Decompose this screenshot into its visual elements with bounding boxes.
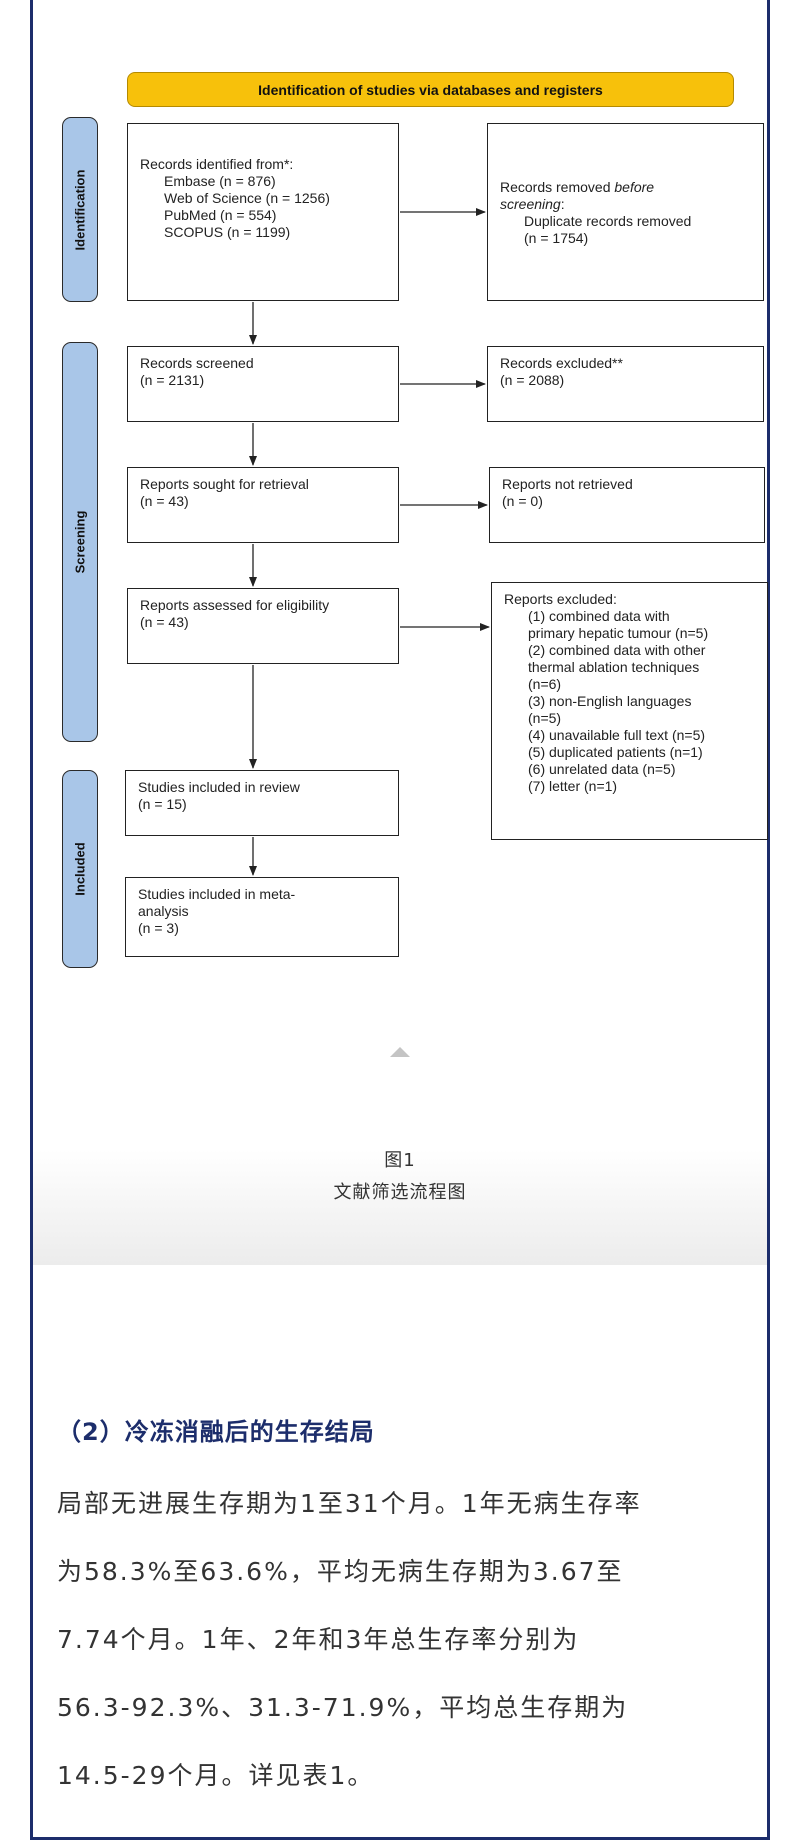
records-removed-duplicates: Duplicate records removed	[524, 213, 692, 229]
prisma-flow-diagram: Identification of studies via databases …	[62, 72, 768, 968]
studies-meta-box: Studies included in meta- analysis (n = …	[125, 877, 399, 957]
reports-not-retrieved-title: Reports not retrieved	[502, 476, 633, 492]
reports-excluded-reason-7: (7) letter (n=1)	[528, 778, 618, 794]
reports-excluded-reason-3b: (n=5)	[528, 710, 562, 726]
records-identified-scopus: SCOPUS (n = 1199)	[164, 224, 291, 240]
records-screened-box: Records screened (n = 2131)	[127, 346, 399, 422]
reports-excluded-reason-5: (5) duplicated patients (n=1)	[528, 744, 703, 760]
paragraph-line: 56.3-92.3%、31.3-71.9%，平均总生存期为	[57, 1693, 629, 1722]
collapse-triangle-icon[interactable]	[390, 1047, 410, 1057]
section-heading: （2）冷冻消融后的生存结局	[57, 1418, 375, 1446]
records-screened-title: Records screened	[140, 355, 254, 371]
reports-excluded-box: Reports excluded: (1) combined data with…	[491, 582, 768, 840]
reports-excluded-reason-3a: (3) non-English languages	[528, 693, 692, 709]
reports-sought-box: Reports sought for retrieval (n = 43)	[127, 467, 399, 543]
section-paragraph: 局部无进展生存期为1至31个月。1年无病生存率 为58.3%至63.6%，平均无…	[57, 1470, 747, 1810]
studies-review-title: Studies included in review	[138, 779, 300, 795]
paragraph-line: 14.5-29个月。详见表1。	[57, 1761, 375, 1790]
studies-meta-title-cont: analysis	[138, 903, 189, 919]
reports-excluded-title: Reports excluded:	[504, 591, 617, 607]
reports-not-retrieved-count: (n = 0)	[502, 493, 543, 509]
records-removed-line2: screening:	[500, 196, 751, 213]
flow-arrows	[249, 208, 490, 876]
records-removed-line1: Records removed before	[500, 179, 751, 196]
studies-review-count: (n = 15)	[138, 796, 187, 812]
records-identified-embase: Embase (n = 876)	[164, 173, 276, 189]
studies-meta-count: (n = 3)	[138, 920, 179, 936]
figure-caption: 文献筛选流程图	[333, 1182, 467, 1203]
reports-assessed-box: Reports assessed for eligibility (n = 43…	[127, 588, 399, 664]
records-removed-count: (n = 1754)	[524, 230, 589, 246]
records-excluded-title: Records excluded**	[500, 355, 623, 371]
records-identified-wos: Web of Science (n = 1256)	[164, 190, 330, 206]
records-excluded-box: Records excluded** (n = 2088)	[487, 346, 764, 422]
reports-excluded-reason-2a: (2) combined data with other	[528, 642, 706, 658]
records-removed-colon: :	[560, 196, 565, 212]
reports-excluded-reason-2b: thermal ablation techniques	[528, 659, 700, 675]
reports-assessed-count: (n = 43)	[140, 614, 189, 630]
reports-excluded-reason-2c: (n=6)	[528, 676, 562, 692]
reports-sought-title: Reports sought for retrieval	[140, 476, 309, 492]
figure-label: 图1	[384, 1150, 416, 1171]
reports-not-retrieved-box: Reports not retrieved (n = 0)	[489, 467, 765, 543]
reports-excluded-reason-1a: (1) combined data with	[528, 608, 670, 624]
records-removed-prefix: Records removed	[500, 179, 615, 195]
records-excluded-count: (n = 2088)	[500, 372, 565, 388]
reports-sought-count: (n = 43)	[140, 493, 189, 509]
reports-assessed-title: Reports assessed for eligibility	[140, 597, 330, 613]
phase-included: Included	[62, 770, 98, 968]
paragraph-line: 局部无进展生存期为1至31个月。1年无病生存率	[57, 1489, 642, 1518]
records-screened-count: (n = 2131)	[140, 372, 205, 388]
records-identified-box: Records identified from*: Embase (n = 87…	[127, 123, 399, 301]
records-removed-box: Records removed before screening: Duplic…	[487, 123, 764, 301]
phase-screening: Screening	[62, 342, 98, 742]
phase-identification: Identification	[62, 117, 98, 302]
records-removed-before: before	[614, 179, 655, 195]
article-frame	[30, 0, 770, 1840]
paragraph-line: 7.74个月。1年、2年和3年总生存率分别为	[57, 1625, 580, 1654]
diagram-header: Identification of studies via databases …	[127, 72, 734, 107]
records-identified-pubmed: PubMed (n = 554)	[164, 207, 277, 223]
reports-excluded-reason-1b: primary hepatic tumour (n=5)	[528, 625, 709, 641]
paragraph-line: 为58.3%至63.6%，平均无病生存期为3.67至	[57, 1557, 624, 1586]
records-identified-title: Records identified from*:	[140, 156, 294, 172]
studies-review-box: Studies included in review (n = 15)	[125, 770, 399, 836]
reports-excluded-reason-4: (4) unavailable full text (n=5)	[528, 727, 706, 743]
reports-excluded-reason-6: (6) unrelated data (n=5)	[528, 761, 676, 777]
records-removed-screening: screening	[500, 196, 561, 212]
studies-meta-title: Studies included in meta-	[138, 886, 296, 902]
